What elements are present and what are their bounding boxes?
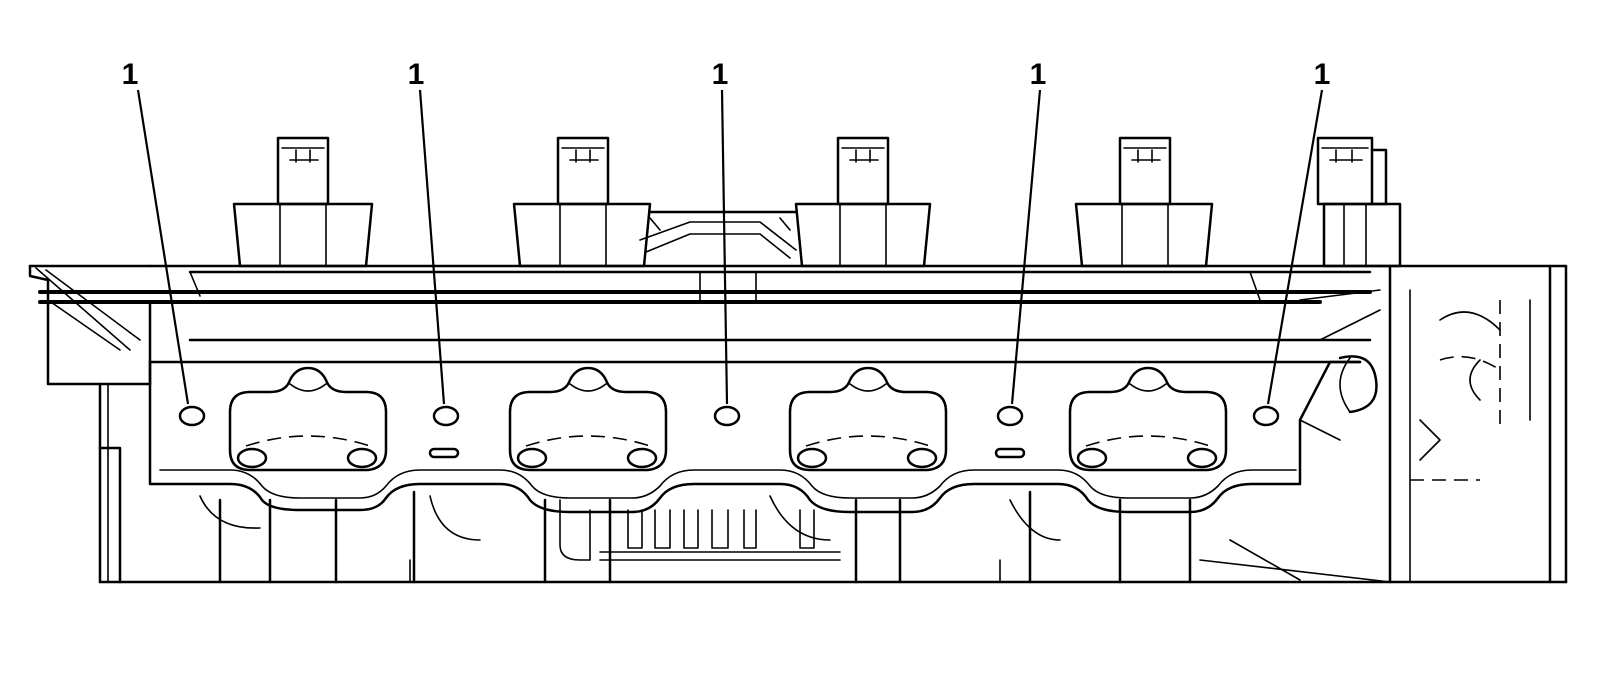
- leader-line-5: [1266, 89, 1324, 405]
- bolt-hole-3: [713, 405, 741, 427]
- leader-line-1: [136, 89, 190, 405]
- bolt-holes: [178, 405, 1280, 427]
- pipe-stub: [1338, 355, 1378, 414]
- exhaust-port-2: [508, 366, 668, 472]
- exhaust-flange: [148, 360, 1362, 514]
- bolt-hole-1: [178, 405, 206, 427]
- cam-cap-5: [1316, 136, 1402, 268]
- exhaust-port-1: [228, 366, 388, 472]
- bolt-hole-4: [996, 405, 1024, 427]
- leader-line-2: [418, 89, 446, 405]
- cam-cap-1: [232, 136, 374, 268]
- callout-label: 1: [122, 58, 139, 91]
- callout-label: 1: [1314, 58, 1331, 91]
- leader-line-3: [720, 89, 729, 405]
- leader-lines: [136, 89, 1324, 405]
- callout-label: 1: [1030, 58, 1047, 91]
- exhaust-port-4: [1068, 366, 1228, 472]
- bolt-hole-2: [432, 405, 460, 427]
- cam-cap-bolts: [232, 136, 1402, 268]
- exhaust-port-3: [788, 366, 948, 472]
- callout-label: 1: [712, 58, 729, 91]
- engine-block-outline: [28, 264, 1568, 584]
- leader-line-4: [1010, 89, 1042, 405]
- exhaust-ports: [228, 366, 1228, 472]
- bolt-hole-5: [1252, 405, 1280, 427]
- cam-cap-4: [1074, 136, 1214, 268]
- locating-slots: [428, 447, 1026, 459]
- callout-label: 1: [408, 58, 425, 91]
- cam-cap-2: [512, 136, 652, 268]
- callout-labels: 1 1 1 1 1: [122, 58, 1331, 91]
- cam-cap-3: [794, 136, 932, 268]
- head-deck-rail: [38, 264, 1382, 386]
